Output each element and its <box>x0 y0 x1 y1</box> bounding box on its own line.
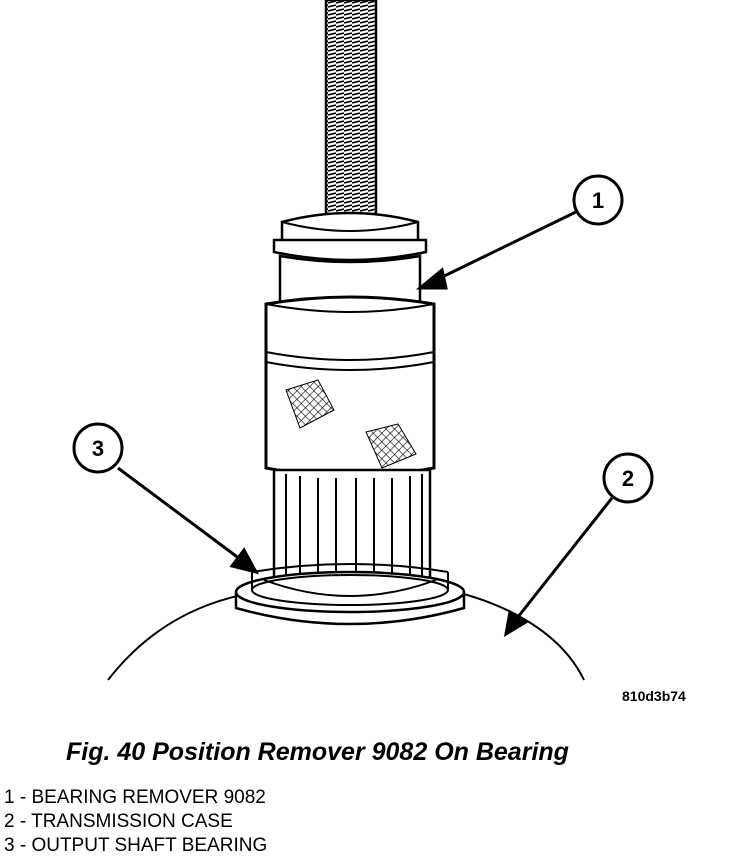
legend-list: 1 - BEARING REMOVER 9082 2 - TRANSMISSIO… <box>4 786 267 858</box>
legend-item: 2 - TRANSMISSION CASE <box>4 811 233 832</box>
knurl-patch-right <box>365 423 417 469</box>
legend-item: 1 - BEARING REMOVER 9082 <box>4 787 266 808</box>
svg-text:1: 1 <box>592 188 604 213</box>
svg-text:3: 3 <box>92 436 104 461</box>
callout-1: 1 <box>572 174 624 226</box>
threaded-rod <box>324 0 378 224</box>
legend-item: 3 - OUTPUT SHAFT BEARING <box>4 835 268 856</box>
svg-text:2: 2 <box>622 466 634 491</box>
leader-1 <box>415 208 581 290</box>
bearing-remover-illustration: 1 2 3 <box>72 0 654 681</box>
leader-3 <box>117 466 259 575</box>
knurl-patch-left <box>285 379 335 429</box>
callout-2: 2 <box>602 452 654 504</box>
output-shaft-bearing <box>234 563 466 626</box>
figure-caption: Fig. 40 Position Remover 9082 On Bearing <box>66 738 569 766</box>
callout-3: 3 <box>72 422 124 474</box>
figure-code: 810d3b74 <box>622 688 686 704</box>
leader-2 <box>503 497 614 637</box>
